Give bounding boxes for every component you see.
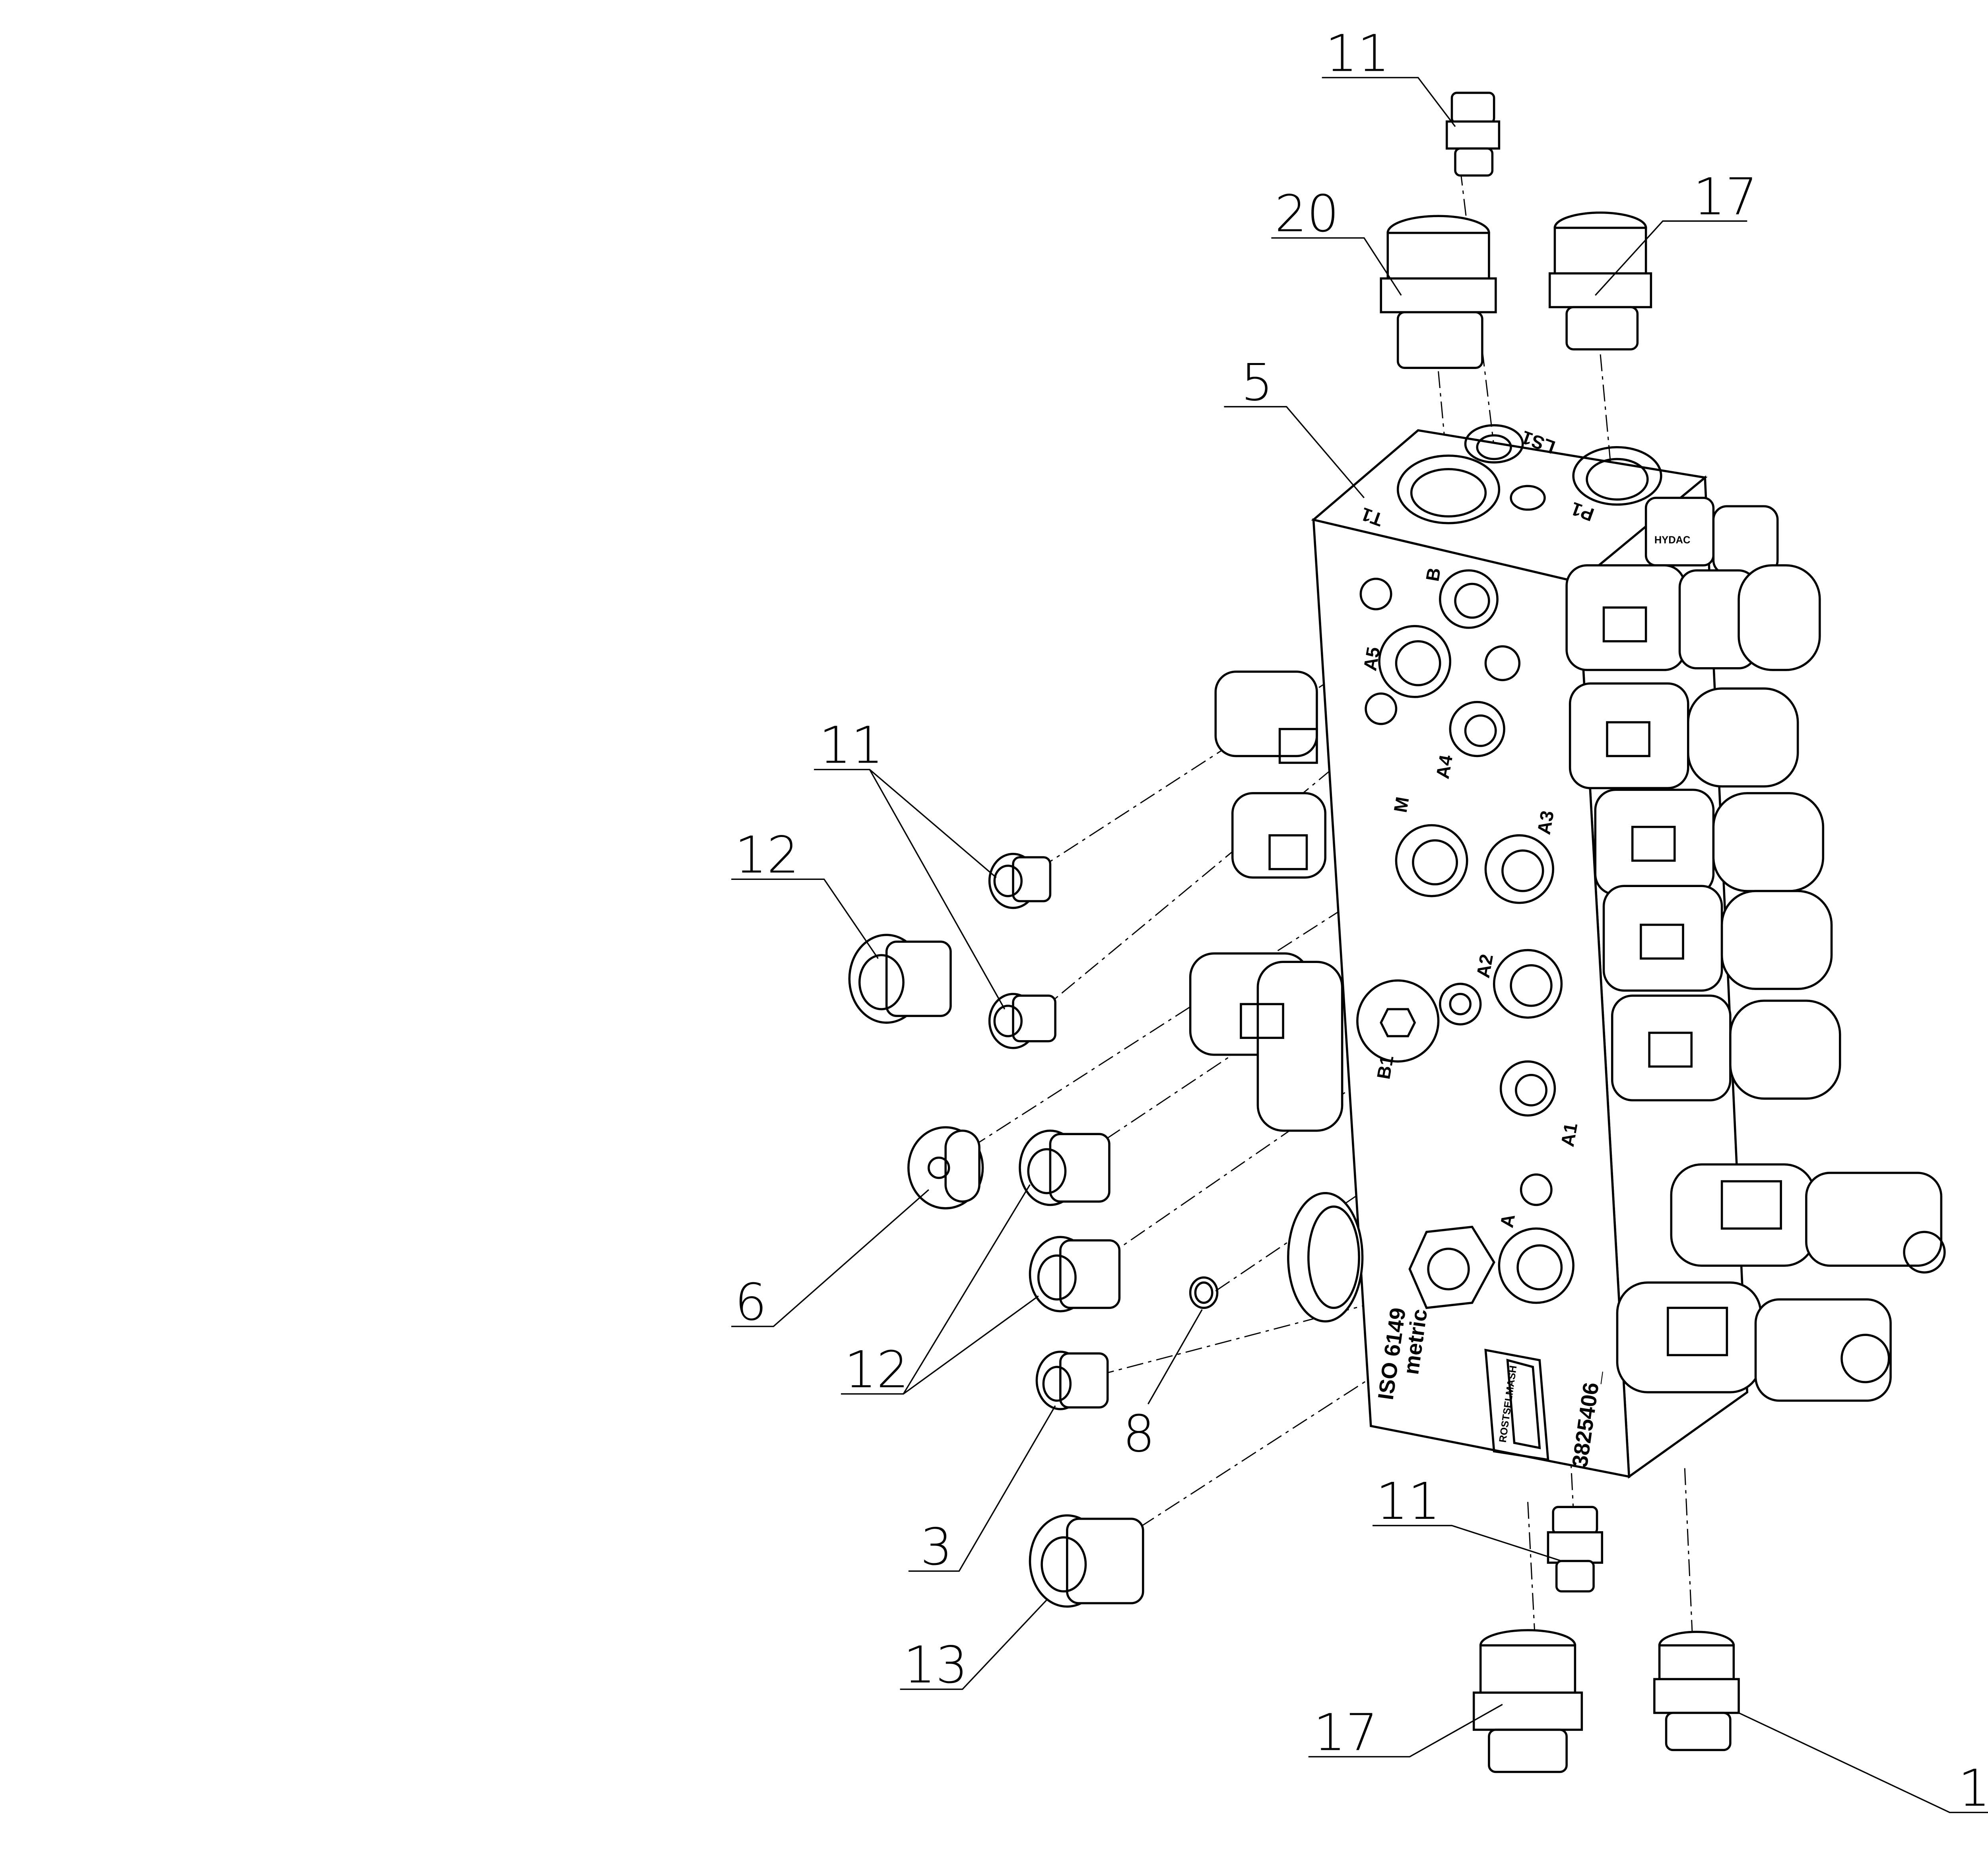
callout-label: 12 <box>735 826 799 885</box>
port-label-b1: B1 <box>1373 1054 1398 1081</box>
callout-11-left: 11 <box>814 716 1006 1010</box>
callout-label: 20 <box>1275 184 1339 243</box>
callout-label: 5 <box>1241 353 1273 412</box>
callout-3: 3 <box>908 1405 1056 1576</box>
port-label-a5: A5 <box>1359 645 1384 672</box>
top-port-p1 <box>1572 446 1662 506</box>
callout-5: 5 <box>1224 353 1365 499</box>
callout-17-bottom: 17 <box>1308 1703 1503 1762</box>
callout-20: 20 <box>1271 184 1402 296</box>
port-label-m: M <box>1390 795 1413 814</box>
port-label-a1: A1 <box>1557 1121 1582 1148</box>
top-port-t1 <box>1396 454 1501 524</box>
fitting-17-top <box>1548 212 1652 351</box>
callout-label: 11 <box>1376 1472 1441 1531</box>
callout-13-left: 13 <box>900 1599 1048 1695</box>
solenoid-valves-right: HYDAC <box>1565 497 1946 1402</box>
callout-label: 3 <box>920 1518 953 1576</box>
callout-13-right: 13 <box>1738 1712 1988 1818</box>
callout-12-left: 12 <box>731 826 879 959</box>
callout-label: 17 <box>1693 168 1757 227</box>
front-ports <box>1356 569 1574 1309</box>
port-label-a4: A4 <box>1432 753 1457 780</box>
fitting-11-top <box>1446 91 1501 177</box>
block-front-face <box>1312 518 1631 1478</box>
callout-8: 8 <box>1123 1309 1203 1464</box>
fitting-13-bottom <box>1653 1631 1740 1751</box>
fitting-11-left-b <box>988 993 1056 1049</box>
fitting-11-bottom <box>1547 1506 1604 1593</box>
seal-ring-8 <box>1189 1276 1219 1309</box>
fitting-3 <box>1035 1350 1109 1410</box>
port-label-a3: A3 <box>1533 809 1558 836</box>
solenoid-valves-left <box>1189 670 1364 1323</box>
top-plug <box>1510 485 1546 511</box>
fitting-12-b <box>1029 1236 1121 1312</box>
fittings <box>848 91 1740 1773</box>
fitting-20 <box>1380 215 1497 369</box>
fitting-12-a <box>1019 1129 1110 1206</box>
callout-12-low: 12 <box>841 1184 1039 1400</box>
top-port-ls1 <box>1464 424 1524 464</box>
callout-label: 12 <box>845 1341 909 1400</box>
callout-label: 11 <box>819 716 883 775</box>
callout-11-bottom: 11 <box>1373 1472 1562 1562</box>
solenoid-brand-label: HYDAC <box>1654 535 1691 546</box>
callout-label: 13 <box>903 1636 968 1695</box>
port-a-nut <box>1408 1225 1495 1309</box>
callout-label: 13 <box>1958 1759 1988 1818</box>
callout-6: 6 <box>731 1189 929 1332</box>
fitting-17-bottom <box>1472 1629 1583 1773</box>
callouts: 11 20 17 5 11 12 6 12 8 3 13 11 17 13 <box>731 24 1988 1818</box>
fitting-12-left <box>848 934 952 1024</box>
callout-11-top: 11 <box>1322 24 1456 127</box>
fitting-13-left <box>1029 1514 1144 1608</box>
fitting-11-left-a <box>988 852 1052 909</box>
callout-label: 11 <box>1325 24 1390 83</box>
callout-label: 17 <box>1314 1703 1378 1762</box>
callout-label: 8 <box>1123 1405 1155 1464</box>
port-label-a2: A2 <box>1473 953 1497 980</box>
plug-6 <box>907 1126 984 1210</box>
callout-label: 6 <box>735 1273 767 1332</box>
callout-17-top: 17 <box>1595 168 1757 296</box>
